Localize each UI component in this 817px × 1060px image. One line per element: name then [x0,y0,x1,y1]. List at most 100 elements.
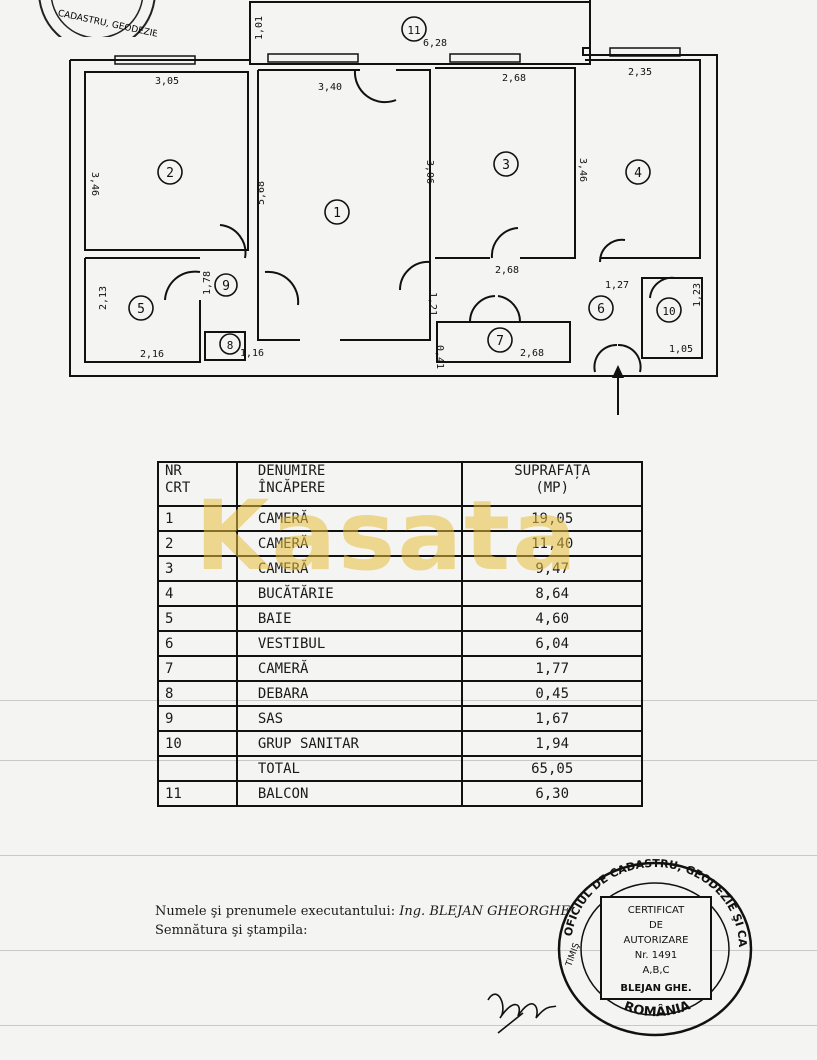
dim-r7-side-a: 1,21 [427,292,438,316]
svg-text:ROMÂNIA: ROMÂNIA [622,998,693,1020]
stamp-box-line: BLEJAN GHE. [620,983,691,994]
top-stamp: CADASTRU, GEODEZIE [38,0,157,37]
row-nr [157,755,238,782]
rooms-table: NR CRT DENUMIRE ÎNCĂPERE SUPRAFAȚA (MP) … [157,461,643,807]
row-name: SAS [235,705,464,732]
room-7-outline [436,321,571,363]
outer-wall [69,0,718,377]
row-nr: 6 [157,630,238,657]
room-number-1: 1 [333,206,341,221]
row-area: 6,30 [461,780,643,807]
room-number-5: 5 [137,302,145,317]
row-name: BUCĂTĂRIE [235,580,464,607]
dim-r4-top: 2,35 [628,67,652,78]
row-nr: 1 [157,505,238,532]
row-name: TOTAL [235,755,464,782]
dim-r3-top: 2,68 [502,73,526,84]
dim-balcony-w: 1,01 [254,16,265,40]
row-nr: 3 [157,555,238,582]
dim-r3-side: 3,06 [424,160,435,184]
dim-r5-bottom: 2,16 [140,349,164,360]
dim-r10-bottom: 1,05 [669,344,693,355]
row-area: 65,05 [461,755,643,782]
row-area: 0,45 [461,680,643,707]
executant-name: Ing. BLEJAN GHEORGHE [399,904,570,919]
dim-r2-side: 3,46 [89,172,100,196]
room-1-outline [257,69,431,341]
signature-label: Semnătura şi ştampila: [155,923,308,938]
row-area: 6,04 [461,630,643,657]
row-nr: 8 [157,680,238,707]
stamp-box-line: AUTORIZARE [624,935,689,946]
row-name: BAIE [235,605,464,632]
header-nr: NR CRT [157,461,238,507]
row-name: GRUP SANITAR [235,730,464,757]
row-nr: 11 [157,780,238,807]
dim-r10-side: 1,23 [692,283,703,307]
stamp-bottom-text: ROMÂNIA [622,998,693,1020]
official-stamp: OFICIUL DE CADASTRU, GEODEZIE ŞI CARTOGR… [553,857,753,1037]
header-name: DENUMIRE ÎNCĂPERE [235,461,464,507]
dim-r4-side: 3,46 [577,158,588,182]
row-name: CAMERĂ [235,655,464,682]
row-name: CAMERĂ [235,555,464,582]
stamp-side-text: TIMIŞ [564,942,582,969]
dim-r2-top: 3,05 [155,76,179,87]
dim-r8: 1,16 [240,348,264,359]
room-number-10: 10 [662,305,675,318]
dim-r1-side: 5,68 [256,181,267,205]
row-name: VESTIBUL [235,630,464,657]
room-8-outline [204,331,246,361]
row-area: 8,64 [461,580,643,607]
dim-r1-top: 3,40 [318,82,342,93]
dim-r9: 1,78 [202,271,213,295]
room-2-outline [84,71,249,251]
header-area: SUPRAFAȚA (MP) [461,461,643,507]
room-number-7: 7 [496,334,504,349]
dim-r5-side: 2,13 [98,286,109,310]
row-name: CAMERĂ [235,530,464,557]
row-nr: 9 [157,705,238,732]
scan-line [0,950,817,951]
scan-line [0,855,817,856]
stamp-box-line: CERTIFICAT [628,905,685,916]
handwritten-signature [487,993,557,1034]
row-area: 4,60 [461,605,643,632]
room-3-outline [435,67,576,259]
row-name: DEBARA [235,680,464,707]
dim-r6: 1,27 [605,280,629,291]
row-nr: 2 [157,530,238,557]
room-number-3: 3 [502,158,510,173]
stamp-box-line: Nr. 1491 [635,950,677,961]
dim-r7-top: 2,68 [495,265,519,276]
stamp-box-line: DE [649,920,663,931]
row-nr: 7 [157,655,238,682]
room-number-11: 11 [407,24,420,37]
dim-r7-side-b: 0,41 [434,345,445,369]
executant-label: Numele şi prenumele executantului: [155,904,396,919]
row-area: 9,47 [461,555,643,582]
row-area: 1,67 [461,705,643,732]
floor-plan: 1 2 3 4 5 6 7 8 9 10 11 3,05 3,46 3,40 5… [69,0,718,415]
row-nr: 4 [157,580,238,607]
row-name: CAMERĂ [235,505,464,532]
row-area: 11,40 [461,530,643,557]
row-nr: 10 [157,730,238,757]
row-area: 1,77 [461,655,643,682]
room-number-8: 8 [227,339,234,352]
room-number-2: 2 [166,166,174,181]
scan-line [0,1025,817,1026]
row-area: 1,94 [461,730,643,757]
row-name: BALCON [235,780,464,807]
